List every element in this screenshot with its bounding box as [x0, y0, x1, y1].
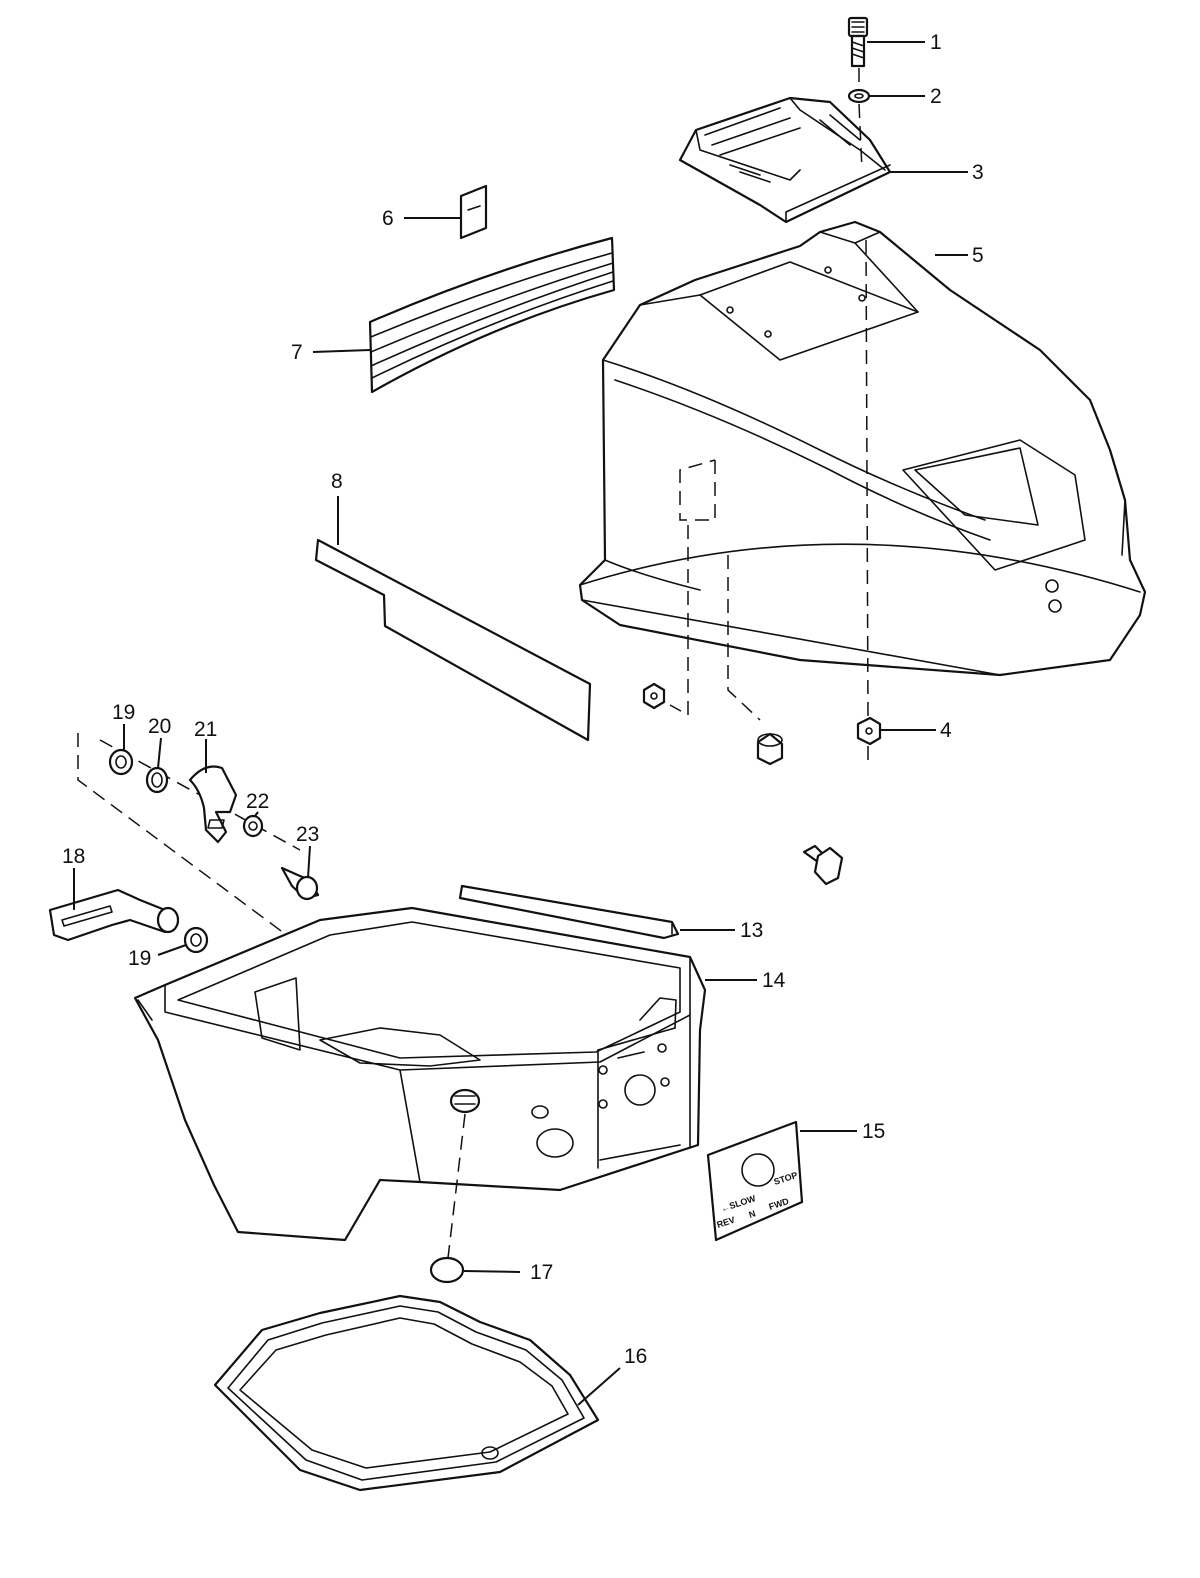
part-17-plug	[429, 1256, 465, 1284]
callout-17: 17	[530, 1261, 553, 1284]
callout-16: 16	[624, 1345, 647, 1368]
callout-labels: 1 2 3 4 5 6 7 8 13 14 15 16 17 18 19 19 …	[62, 31, 984, 1368]
callout-8: 8	[331, 470, 343, 493]
callout-14: 14	[762, 969, 786, 992]
callout-21: 21	[194, 718, 217, 741]
callout-23: 23	[296, 823, 319, 846]
callout-22: 22	[246, 790, 269, 813]
callout-7: 7	[291, 341, 303, 364]
callout-13: 13	[740, 919, 763, 942]
assembly-line-screw	[858, 68, 869, 760]
callout-19-top: 19	[112, 701, 135, 724]
assembly-line-mid	[727, 555, 761, 721]
part-18-lever	[48, 888, 180, 942]
part-6-label	[459, 184, 488, 240]
part-22-washer	[242, 814, 264, 838]
leader-lines	[73, 41, 968, 1406]
part-4-nut	[856, 716, 882, 746]
decal-n-text: N	[748, 1208, 757, 1220]
part-nut-small	[642, 682, 666, 710]
part-7-decal	[368, 236, 616, 394]
part-13-strip	[458, 884, 680, 940]
callout-4: 4	[940, 719, 952, 742]
callout-2: 2	[930, 85, 942, 108]
part-2-washer	[847, 88, 871, 104]
part-3-top-cover	[678, 96, 892, 224]
callout-1: 1	[930, 31, 942, 54]
part-19-clip-top	[108, 748, 134, 776]
part-5-cowl-top	[578, 220, 1147, 677]
callout-3: 3	[972, 161, 984, 184]
part-21-latch	[188, 765, 238, 844]
part-15-shift-decal: ←SLOW STOP REV N FWD	[706, 1120, 804, 1242]
part-bolt	[802, 844, 844, 886]
assembly-line-left	[669, 459, 716, 717]
part-19-clip-bottom	[183, 926, 209, 954]
part-1-screw	[847, 16, 869, 68]
part-grommet	[756, 732, 784, 766]
callout-19-bottom: 19	[128, 947, 151, 970]
part-14-lower-cowl	[133, 906, 707, 1242]
part-23-screw	[280, 866, 320, 901]
callout-18: 18	[62, 845, 85, 868]
callout-20: 20	[148, 715, 171, 738]
assembly-line-plug	[447, 1113, 466, 1259]
part-16-gasket	[213, 1294, 600, 1492]
callout-15: 15	[862, 1120, 885, 1143]
part-8-strip	[314, 538, 592, 742]
callout-5: 5	[972, 244, 984, 267]
part-20-ring	[145, 766, 169, 794]
callout-6: 6	[382, 207, 394, 230]
